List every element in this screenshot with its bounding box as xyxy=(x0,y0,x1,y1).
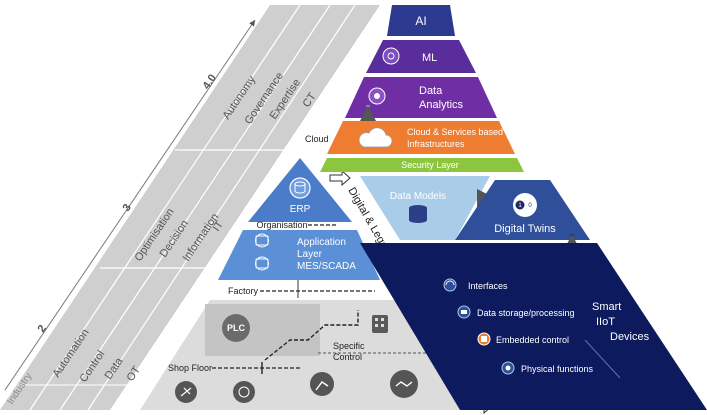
plc-label: PLC xyxy=(227,323,246,333)
iiot-item-interfaces: Interfaces xyxy=(468,281,508,291)
twin-bit-1: 1 xyxy=(518,203,522,209)
shop-floor-label: Shop Floor xyxy=(168,363,212,373)
app-layer-line-3: MES/SCADA xyxy=(297,261,356,272)
analytics-icon xyxy=(368,87,386,105)
plc-badge xyxy=(222,314,250,342)
ai-layer xyxy=(387,5,455,36)
storage-icon xyxy=(457,305,471,319)
brain-icon xyxy=(382,47,400,65)
cloud-services-line-2: Infrastructures xyxy=(407,139,465,149)
industry-level-3: 3 xyxy=(121,202,134,214)
ml-label: ML xyxy=(422,52,437,64)
factory-label: Factory xyxy=(228,286,259,296)
cloud-icon xyxy=(358,127,393,148)
embedded-control-icon xyxy=(477,332,491,346)
center-pyramid: ERP Organisation Application Layer MES/S… xyxy=(140,158,470,410)
physical-functions-icon xyxy=(501,361,515,375)
industry-level-2: 2 xyxy=(36,323,49,335)
iiot-item-embedded: Embedded control xyxy=(496,335,569,345)
app-layer-line-1: Application xyxy=(297,237,346,248)
wifi-icon xyxy=(443,278,457,292)
iiot-item-storage: Data storage/processing xyxy=(477,308,575,318)
iiot-title-line-1: Smart xyxy=(592,301,621,313)
building-icon xyxy=(372,315,388,333)
industry-band: Industry 2 3 4.0 Automation Control Data… xyxy=(0,4,380,411)
iiot-title-line-2: IIoT xyxy=(596,316,615,328)
twin-bit-0: 0 xyxy=(528,203,532,209)
monitor-icon xyxy=(255,233,269,248)
toggle-bits-icon: 1 0 xyxy=(513,193,537,217)
specific-control-line-2: Control xyxy=(333,352,362,362)
cloud-services-line-1: Cloud & Services based xyxy=(407,127,503,137)
cloud-label: Cloud xyxy=(305,134,329,144)
chip-icon xyxy=(233,381,255,403)
robot-arm-icon xyxy=(310,372,334,396)
iiot-title-line-3: Devices xyxy=(610,331,650,343)
analytics-line-1: Data xyxy=(419,85,443,97)
erp-label: ERP xyxy=(290,204,311,215)
data-storage-icon xyxy=(409,205,427,223)
database-icon xyxy=(289,177,311,199)
security-layer xyxy=(320,158,524,172)
organisation-label: Organisation xyxy=(256,220,307,230)
tech-tower: AI ML Data Analytics Cloud Cloud & Servi… xyxy=(305,5,707,410)
cloud-services-layer xyxy=(327,121,515,154)
satellite-icon xyxy=(175,381,197,403)
specific-control-line-1: Specific xyxy=(333,341,365,351)
arrow-icon-top xyxy=(329,169,351,187)
digital-twins-label: Digital Twins xyxy=(494,223,556,235)
handshake-icon xyxy=(390,370,418,398)
iiot-item-physical: Physical functions xyxy=(521,364,594,374)
ai-label: AI xyxy=(415,14,426,28)
security-label: Security Layer xyxy=(401,160,459,170)
monitor-icon-2 xyxy=(255,256,269,271)
analytics-layer xyxy=(345,77,497,118)
ml-layer xyxy=(366,40,476,73)
data-models-label: Data Models xyxy=(390,191,446,202)
analytics-line-2: Analytics xyxy=(419,99,464,111)
app-layer-line-2: Layer xyxy=(297,249,323,260)
